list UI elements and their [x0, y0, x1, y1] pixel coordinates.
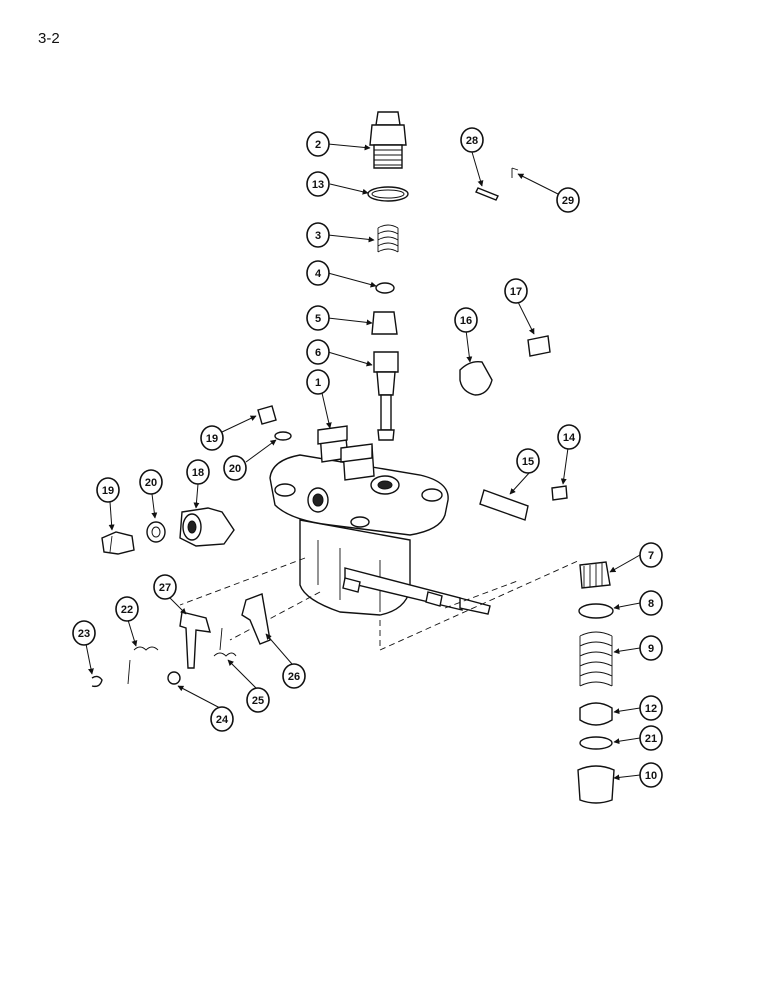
assembly-lines — [179, 557, 581, 651]
callout-28: 28 — [460, 127, 484, 153]
adjust-screw — [527, 335, 551, 357]
svg-text:17: 17 — [510, 286, 522, 298]
svg-text:15: 15 — [522, 456, 534, 468]
spring-seat-upper — [578, 603, 614, 619]
svg-text:18: 18 — [192, 467, 204, 479]
tappet-gear — [579, 561, 611, 589]
callout-23: 23 — [72, 620, 96, 646]
svg-text:22: 22 — [121, 604, 133, 616]
bracket — [179, 611, 211, 669]
callout-29: 29 — [556, 187, 580, 213]
svg-text:1: 1 — [315, 377, 321, 389]
ring-washer — [167, 671, 181, 685]
shim — [579, 736, 613, 750]
callout-17: 17 — [504, 278, 528, 304]
callout-4: 4 — [306, 260, 330, 286]
callout-6: 6 — [306, 339, 330, 365]
callout-26: 26 — [282, 663, 306, 689]
svg-text:16: 16 — [460, 315, 472, 327]
svg-text:2: 2 — [315, 139, 321, 151]
bolt — [551, 485, 568, 501]
banjo-screw-top — [257, 405, 277, 425]
spring-seat-lower — [579, 702, 613, 726]
svg-text:21: 21 — [645, 733, 657, 745]
callout-19-top: 19 — [200, 425, 224, 451]
callout-16: 16 — [454, 307, 478, 333]
cover-plate — [479, 489, 529, 521]
callout-10: 10 — [639, 762, 663, 788]
callout-12: 12 — [639, 695, 663, 721]
svg-text:20: 20 — [145, 477, 157, 489]
banjo-bolt-left — [101, 531, 135, 555]
banjo-fitting — [179, 507, 235, 547]
callout-19-left: 19 — [96, 477, 120, 503]
page-number: 3-2 — [38, 30, 60, 47]
callout-22: 22 — [115, 596, 139, 622]
plunger — [373, 351, 399, 441]
svg-text:24: 24 — [216, 714, 229, 726]
svg-text:3: 3 — [315, 230, 321, 242]
svg-text:7: 7 — [648, 550, 654, 562]
svg-text:23: 23 — [78, 628, 90, 640]
svg-text:20: 20 — [229, 463, 241, 475]
svg-text:5: 5 — [315, 313, 321, 325]
callout-20-top: 20 — [223, 455, 247, 481]
svg-text:19: 19 — [206, 433, 218, 445]
callout-27: 27 — [153, 574, 177, 600]
callout-18: 18 — [186, 459, 210, 485]
svg-text:19: 19 — [102, 485, 114, 497]
svg-text:4: 4 — [315, 268, 322, 280]
callout-5: 5 — [306, 305, 330, 331]
leader-lines — [85, 143, 641, 781]
callout-1: 1 — [306, 369, 330, 395]
svg-text:14: 14 — [563, 432, 576, 444]
svg-text:8: 8 — [648, 598, 654, 610]
callout-21: 21 — [639, 725, 663, 751]
svg-text:6: 6 — [315, 347, 321, 359]
callout-9: 9 — [639, 635, 663, 661]
callout-25: 25 — [246, 687, 270, 713]
callout-24: 24 — [210, 706, 234, 732]
svg-text:10: 10 — [645, 770, 657, 782]
callout-2: 2 — [306, 131, 330, 157]
circlip-left — [91, 675, 103, 688]
delivery-spring — [377, 224, 399, 253]
tappet — [577, 765, 615, 804]
pump-body — [269, 425, 491, 616]
callout-20-left: 20 — [139, 469, 163, 495]
o-ring — [367, 186, 409, 202]
svg-text:12: 12 — [645, 703, 657, 715]
clip — [511, 167, 519, 178]
callout-13: 13 — [306, 171, 330, 197]
callout-8: 8 — [639, 590, 663, 616]
callout-15: 15 — [516, 448, 540, 474]
svg-text:9: 9 — [648, 643, 654, 655]
spring-right — [213, 627, 237, 657]
svg-text:25: 25 — [252, 695, 264, 707]
svg-text:26: 26 — [288, 671, 300, 683]
callout-7: 7 — [639, 542, 663, 568]
callout-14: 14 — [557, 424, 581, 450]
svg-text:29: 29 — [562, 195, 574, 207]
svg-text:13: 13 — [312, 179, 324, 191]
pin — [475, 187, 499, 201]
lever-arm — [241, 593, 271, 645]
washer-top — [274, 431, 292, 441]
delivery-valve-holder — [369, 111, 407, 169]
lever-plate — [459, 360, 493, 396]
delivery-valve — [371, 311, 398, 335]
plunger-spring — [579, 631, 613, 687]
spring-left — [127, 646, 159, 685]
svg-text:28: 28 — [466, 135, 478, 147]
valve-washer — [375, 282, 395, 294]
svg-text:27: 27 — [159, 582, 171, 594]
callout-3: 3 — [306, 222, 330, 248]
